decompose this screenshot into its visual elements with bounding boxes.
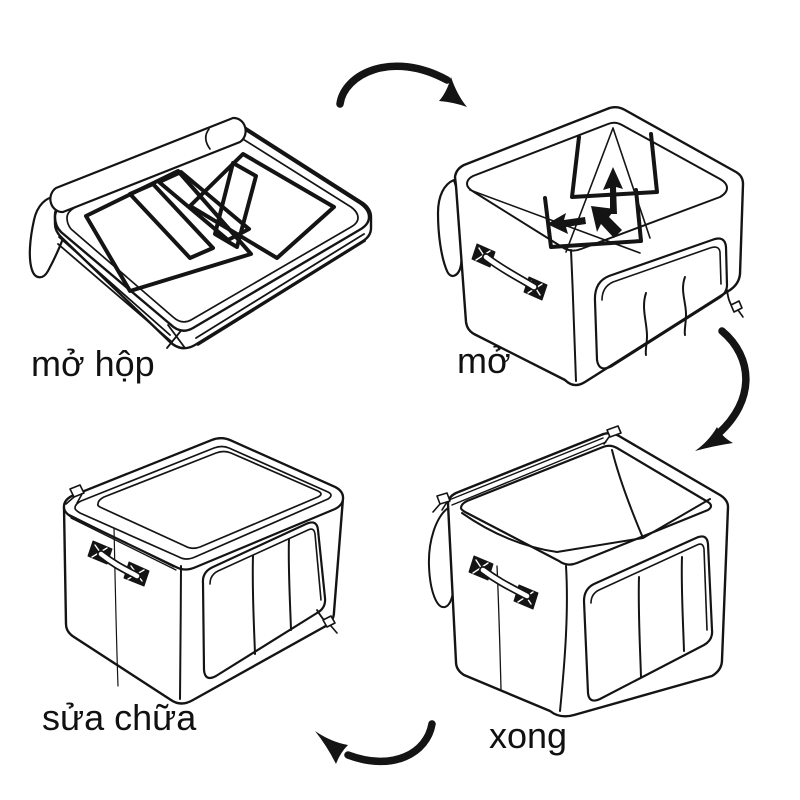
side-handle [87,540,150,587]
side-handle [471,243,548,301]
front-window [582,535,714,702]
curved-arrow-top-icon [336,62,467,108]
corner-zipper-pulls [432,425,622,513]
front-window [593,237,744,370]
folded-box-drawing [28,116,373,350]
step-label-assembled: sửa chữa [42,697,197,738]
unfold-direction-arrows [547,167,623,238]
side-handle [468,555,539,610]
curved-arrow-right-icon [695,327,750,451]
step-label-opening: mở [457,340,511,381]
lid-zipper-pull [65,484,85,505]
front-window [201,521,327,680]
step-label-done: xong [489,715,568,756]
curved-arrow-bottom-icon [315,720,436,766]
open-box-drawing [427,425,730,718]
closed-box-drawing [62,437,345,705]
body-zipper-pull [316,609,338,634]
folded-panels [84,152,336,293]
opening-box-drawing [436,106,745,387]
step-label-folded: mở hộp [31,343,155,384]
